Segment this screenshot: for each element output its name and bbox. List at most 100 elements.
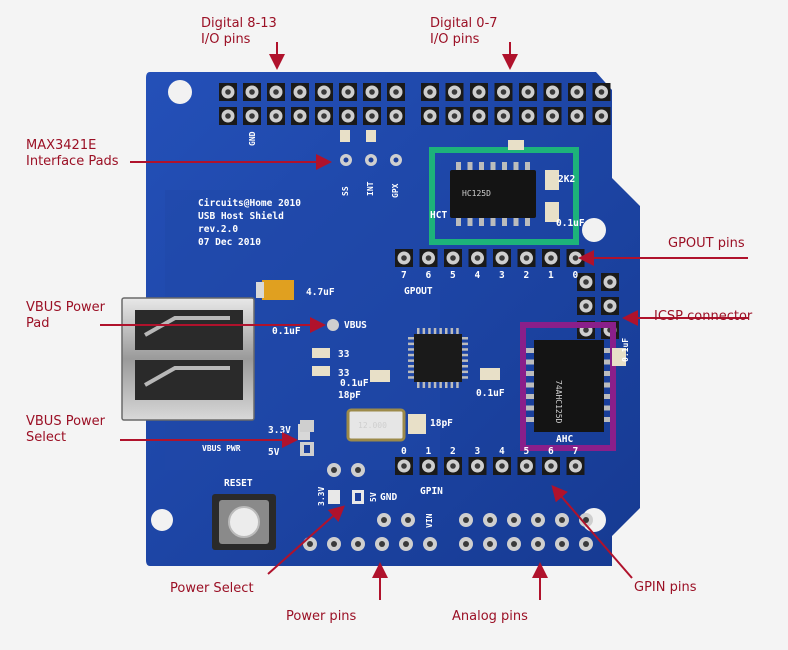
header-pin <box>267 83 285 101</box>
gpout-pin <box>542 249 560 267</box>
gpin-pin <box>517 457 536 475</box>
analog-pin <box>459 537 473 551</box>
header-pin <box>494 83 513 101</box>
callout-gpin-pins: GPIN pins <box>634 580 696 596</box>
header-pin <box>243 83 261 101</box>
power-pin <box>327 537 341 551</box>
header-pin <box>470 107 488 125</box>
gpin-pin <box>395 457 413 475</box>
silk-gpout: GPOUT <box>404 286 433 297</box>
callout-vbus-power-pad: VBUS Power Pad <box>26 300 105 332</box>
analog-pin <box>579 537 593 551</box>
pad <box>377 513 391 527</box>
silk-0-1uf-b: 0.1uF <box>340 378 369 389</box>
silk-gpout-number: 1 <box>548 270 554 281</box>
icsp-pin <box>577 297 595 315</box>
callout-line: VBUS Power <box>26 300 106 315</box>
header-pin <box>543 107 562 125</box>
analog-pin <box>459 513 473 527</box>
header-pin <box>291 83 309 101</box>
svg-text:HC125D: HC125D <box>462 189 491 198</box>
header-pin <box>592 83 611 101</box>
gpout-pin <box>566 249 585 267</box>
callout-line: Power Select <box>170 581 254 596</box>
silk-0-1uf-e: 0.1uF <box>621 338 630 362</box>
icsp-pin <box>601 297 619 315</box>
callout-max3421e: MAX3421E Interface Pads <box>26 138 119 170</box>
pad <box>351 463 365 477</box>
crystal <box>346 408 406 442</box>
gpin-pin <box>542 457 560 475</box>
gpout-pin <box>419 249 438 267</box>
callout-line: GPOUT pins <box>668 236 745 251</box>
silk-title-3: rev.2.0 <box>198 224 238 235</box>
crystal-label: 12.000 <box>358 421 387 430</box>
gpout-pin <box>395 249 413 267</box>
power-pin <box>303 537 317 551</box>
hct-logic-chip: HC125D <box>450 162 536 226</box>
analog-pin <box>483 513 497 527</box>
header-pin <box>387 107 405 125</box>
callout-line: Select <box>26 430 67 445</box>
callout-digital-0-7: Digital 0-7 I/O pins <box>430 16 498 48</box>
header-pin <box>519 107 537 125</box>
callout-line: ICSP connector <box>654 309 753 324</box>
callout-line: Digital 0-7 <box>430 16 498 31</box>
header-pin <box>363 83 381 101</box>
silk-gpin-number: 1 <box>426 446 432 457</box>
analog-pin <box>555 537 569 551</box>
power-pin <box>399 537 413 551</box>
header-digital-0-7 <box>421 83 611 125</box>
silk-title-2: USB Host Shield <box>198 211 284 222</box>
silk-gpin-number: 2 <box>450 446 456 457</box>
silk-3-3v-a: 3.3V <box>268 425 291 436</box>
gpin-pin <box>444 457 462 475</box>
silk-reset: RESET <box>224 478 253 489</box>
silk-18pf-a: 18pF <box>338 390 361 401</box>
analog-pin <box>483 537 497 551</box>
silk-vin: VIN <box>425 513 434 528</box>
analog-pin <box>531 537 545 551</box>
mounting-hole <box>168 80 192 104</box>
header-power <box>303 537 437 551</box>
callout-digital-8-13: Digital 8-13 I/O pins <box>201 16 277 48</box>
power-pin <box>375 537 389 551</box>
header-pin <box>267 107 285 125</box>
silk-gpin: GPIN <box>420 486 443 497</box>
silk-33-a: 33 <box>338 349 350 360</box>
highlight-box-purple <box>520 322 616 451</box>
silk-gpout-number: 5 <box>450 270 456 281</box>
power-pin <box>351 537 365 551</box>
callout-line: VBUS Power <box>26 414 106 429</box>
silk-4-7uf: 4.7uF <box>306 287 335 298</box>
header-pin <box>219 83 237 101</box>
gpout-pin <box>517 249 536 267</box>
header-pin <box>592 107 611 125</box>
analog-pin <box>531 513 545 527</box>
silk-gpin-number: 7 <box>573 446 579 457</box>
header-pin <box>421 107 439 125</box>
icsp-pin <box>577 273 595 291</box>
callout-line: I/O pins <box>430 32 480 47</box>
header-extra-pads <box>327 463 415 527</box>
silk-gpx: GPX <box>391 183 400 198</box>
header-pin <box>568 107 586 125</box>
highlight-box-green <box>429 147 579 245</box>
mounting-hole <box>151 509 173 531</box>
header-pin <box>445 83 464 101</box>
callout-line: Digital 8-13 <box>201 16 277 31</box>
silk-gnd-top: GND <box>248 131 257 146</box>
silk-ss: SS <box>341 186 350 196</box>
callout-icsp: ICSP connector <box>654 309 752 325</box>
silk-gpout-number: 3 <box>499 270 505 281</box>
max3421e-interface-pads <box>340 130 402 166</box>
gpin-pin <box>419 457 438 475</box>
callout-line: Power pins <box>286 609 357 624</box>
header-pin <box>445 107 464 125</box>
silk-hct: HCT <box>430 210 447 221</box>
callout-line: Interface Pads <box>26 154 119 169</box>
pad <box>401 513 415 527</box>
silk-int: INT <box>366 181 375 196</box>
power-select-jumper <box>328 490 364 504</box>
